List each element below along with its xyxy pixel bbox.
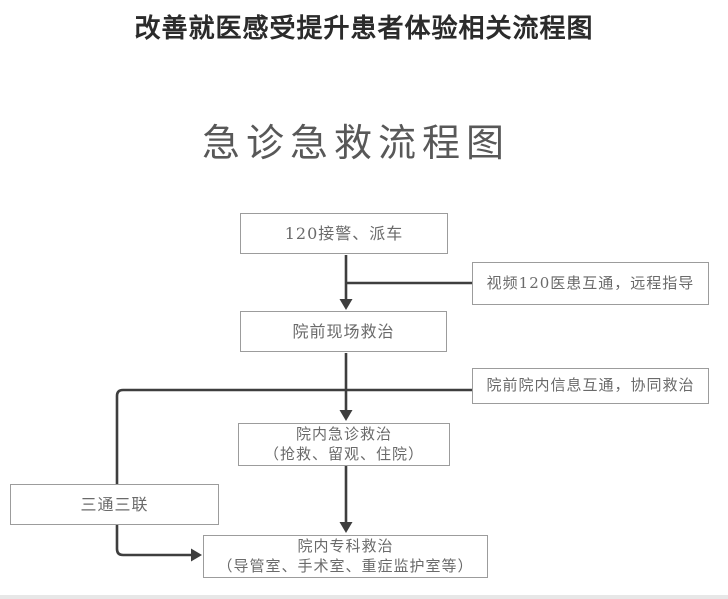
node-label-line1: 院内急诊救治 (295, 424, 392, 443)
node-santong-sanlian: 三通三联 (10, 484, 219, 525)
branch-info-to-specialist (115, 388, 472, 562)
arrow-emergency-to-specialist (339, 465, 353, 533)
node-label: 院前院内信息互通，协同救治 (486, 376, 695, 395)
page-title: 改善就医感受提升患者体验相关流程图 (134, 13, 594, 43)
node-label: 视频120医患互通，远程指导 (486, 273, 695, 292)
node-120-dispatch: 120接警、派车 (240, 213, 448, 254)
flowchart-title: 急诊急救流程图 (201, 121, 510, 165)
node-video-link: 视频120医患互通，远程指导 (472, 262, 709, 305)
node-inhospital-emergency: 院内急诊救治 （抢救、留观、住院） (238, 423, 450, 466)
page-bottom-edge (0, 595, 728, 599)
node-label-line2: （导管室、手术室、重症监护室等） (217, 556, 474, 575)
node-label: 三通三联 (80, 494, 149, 514)
node-info-sharing: 院前院内信息互通，协同救治 (472, 368, 709, 404)
node-label-line1: 院内专科救治 (297, 536, 394, 555)
arrow-prehospital-to-emergency (339, 353, 353, 421)
node-label: 120接警、派车 (284, 223, 404, 243)
node-specialist-treatment: 院内专科救治 （导管室、手术室、重症监护室等） (203, 535, 488, 578)
node-label-line2: （抢救、留观、住院） (263, 444, 424, 463)
arrow-dispatch-to-prehospital (339, 255, 353, 310)
node-label: 院前现场救治 (292, 321, 395, 341)
node-prehospital-treatment: 院前现场救治 (240, 311, 447, 352)
